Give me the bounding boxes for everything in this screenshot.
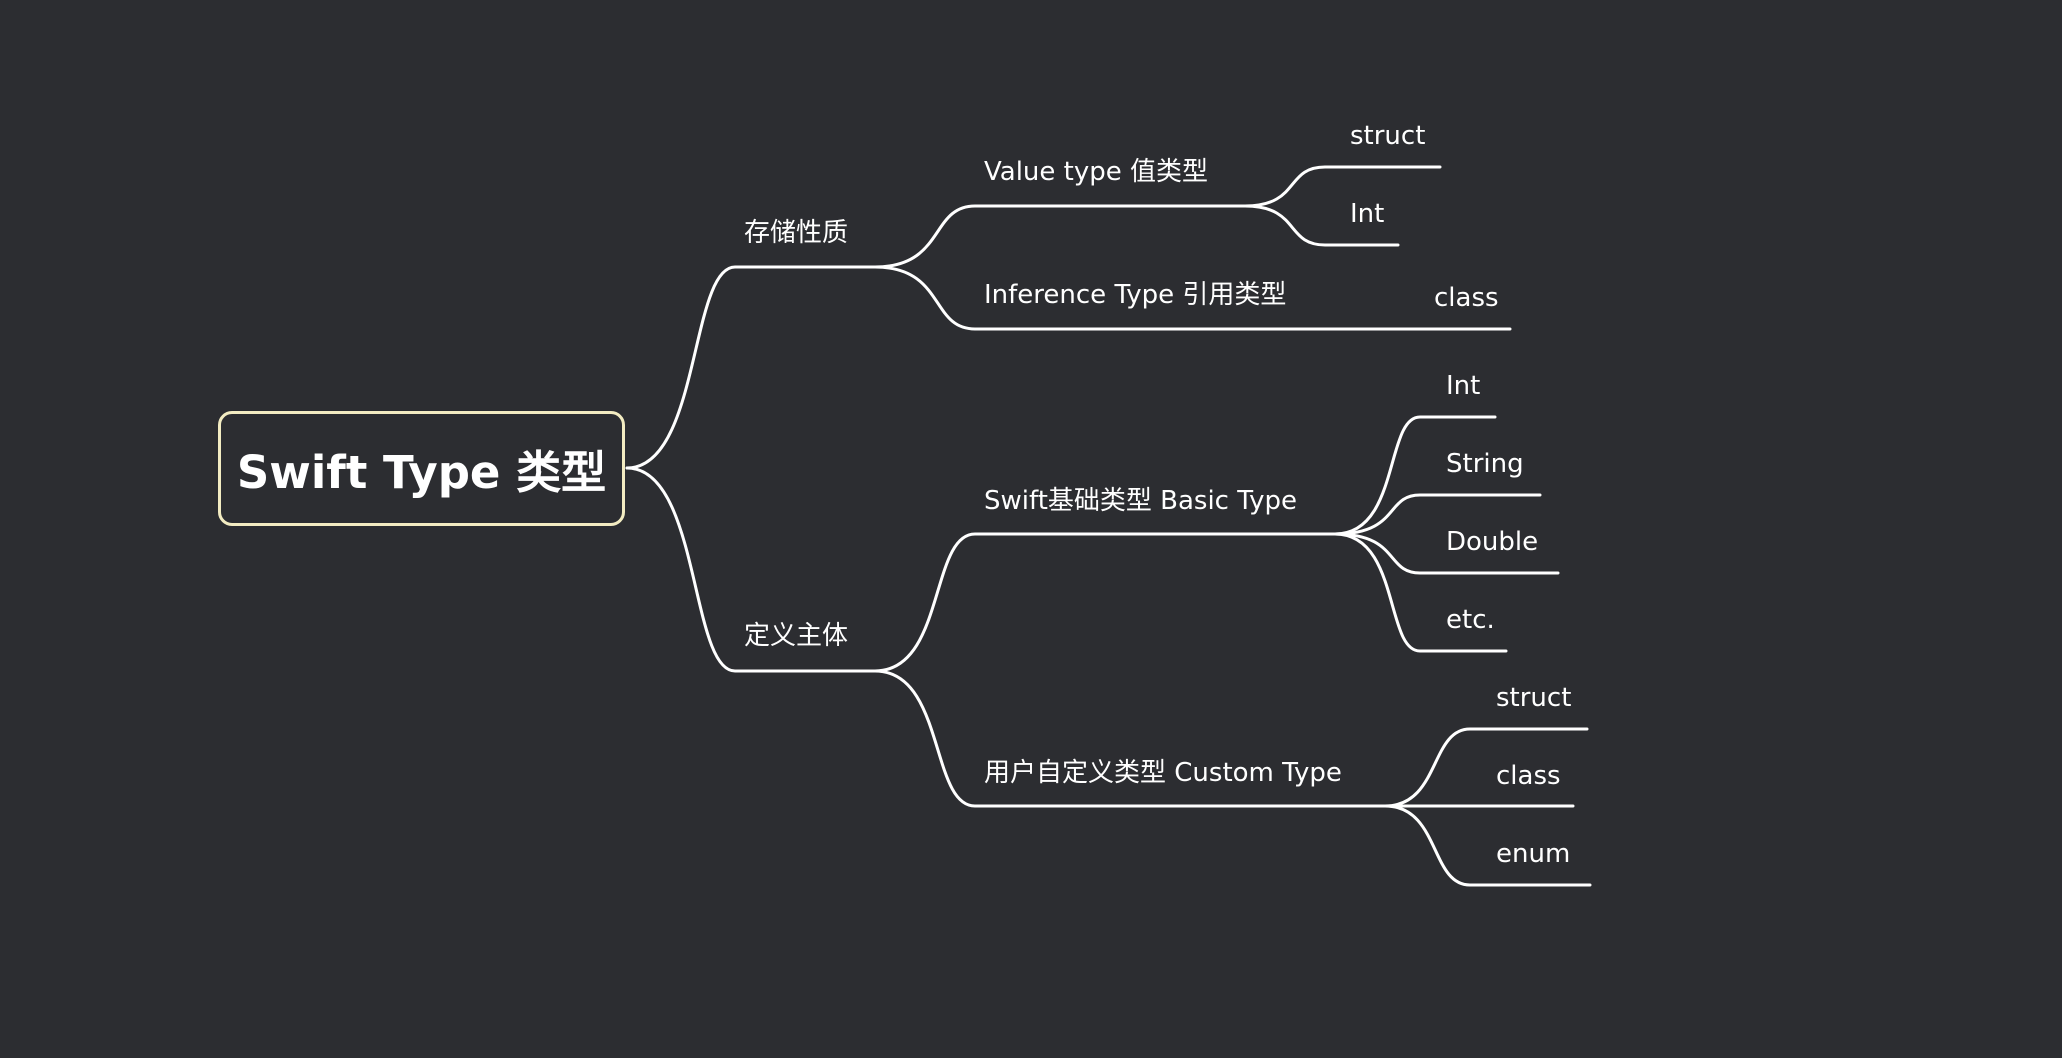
leaf-basic-etc[interactable]: etc. bbox=[1446, 605, 1495, 635]
connector-storage-reference bbox=[873, 265, 1512, 331]
connector-root-storage bbox=[625, 265, 877, 470]
connector-value-struct bbox=[1243, 165, 1442, 208]
leaf-reference-class[interactable]: class bbox=[1434, 283, 1499, 313]
connector-basic-etc bbox=[1333, 532, 1508, 653]
node-reference-type[interactable]: Inference Type 引用类型 bbox=[984, 280, 1287, 310]
connector-storage-value bbox=[873, 204, 1247, 269]
connector-root-definition bbox=[625, 466, 877, 673]
node-custom-type[interactable]: 用户自定义类型 Custom Type bbox=[984, 758, 1342, 788]
leaf-custom-class[interactable]: class bbox=[1496, 761, 1561, 791]
leaf-custom-struct[interactable]: struct bbox=[1496, 683, 1572, 713]
connector-custom-struct bbox=[1383, 727, 1589, 808]
leaf-value-struct[interactable]: struct bbox=[1350, 121, 1426, 151]
leaf-value-int[interactable]: Int bbox=[1350, 199, 1385, 229]
connector-definition-basic bbox=[873, 532, 1337, 673]
leaf-custom-enum[interactable]: enum bbox=[1496, 839, 1571, 869]
node-basic-type[interactable]: Swift基础类型 Basic Type bbox=[984, 486, 1297, 516]
leaf-basic-double[interactable]: Double bbox=[1446, 527, 1539, 557]
root-node[interactable]: Swift Type 类型 bbox=[218, 411, 625, 526]
connector-basic-double bbox=[1333, 532, 1560, 575]
connector-basic-string bbox=[1333, 493, 1542, 536]
leaf-basic-string[interactable]: String bbox=[1446, 449, 1524, 479]
node-storage[interactable]: 存储性质 bbox=[744, 218, 849, 248]
connector-value-int bbox=[1243, 204, 1400, 247]
node-definition[interactable]: 定义主体 bbox=[744, 621, 849, 651]
connector-basic-int bbox=[1333, 415, 1497, 536]
leaf-basic-int[interactable]: Int bbox=[1446, 371, 1481, 401]
connector-custom-enum bbox=[1383, 804, 1592, 887]
node-value-type[interactable]: Value type 值类型 bbox=[984, 157, 1209, 187]
connector-definition-custom bbox=[873, 669, 1387, 808]
root-label: Swift Type 类型 bbox=[236, 446, 607, 499]
